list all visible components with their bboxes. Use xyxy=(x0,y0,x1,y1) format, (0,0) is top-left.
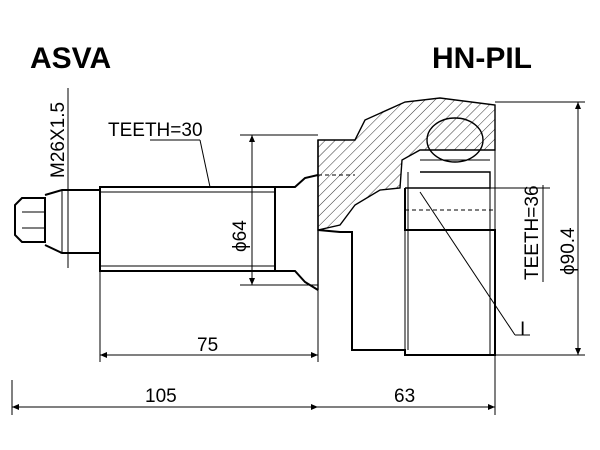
teeth-inner-label: TEETH=36 xyxy=(522,185,543,280)
length-housing-label: 63 xyxy=(394,386,415,407)
length-total-label: 105 xyxy=(145,386,177,407)
part-number: HN-PIL xyxy=(432,42,532,75)
thread-label: M26X1.5 xyxy=(48,102,69,178)
ring-marker-label: I xyxy=(520,319,525,340)
diameter-shaft-label: ϕ64 xyxy=(230,220,251,252)
housing xyxy=(317,97,496,356)
teeth-outer-label: TEETH=30 xyxy=(108,120,203,141)
brand-title: ASVA xyxy=(30,42,111,75)
diameter-housing-label: ϕ90.4 xyxy=(558,227,579,275)
outer-shaft xyxy=(14,174,319,291)
dimension-lines xyxy=(11,88,585,415)
length-shaft-label: 75 xyxy=(197,335,218,356)
